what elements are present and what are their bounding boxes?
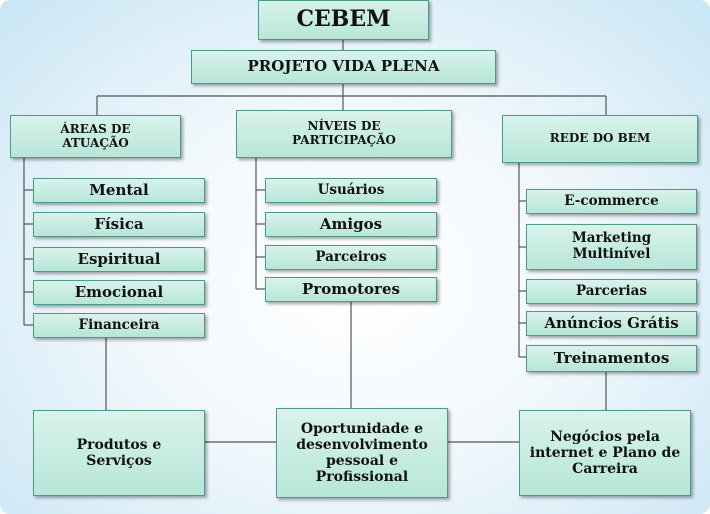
list-item: Treinamentos xyxy=(526,345,697,372)
column-header-rede: REDE DO BEM xyxy=(502,115,698,163)
list-item: Financeira xyxy=(33,313,205,338)
header-text: REDE DO BEM xyxy=(549,131,651,146)
title-box: CEBEM xyxy=(258,0,429,40)
list-item: Mental xyxy=(33,178,205,203)
outcome-box-negocios: Negócios pela internet e Plano de Carrei… xyxy=(519,410,691,496)
list-item: Amigos xyxy=(265,212,437,237)
list-item: Emocional xyxy=(33,280,205,305)
project-text: PROJETO VIDA PLENA xyxy=(247,57,440,76)
list-item: Marketing Multinível xyxy=(526,224,697,270)
outcome-box-produtos: Produtos e Serviços xyxy=(33,410,205,496)
title-text: CEBEM xyxy=(296,6,391,33)
outcome-box-oportunidade: Oportunidade e desenvolvimento pessoal e… xyxy=(276,408,448,498)
header-text: NÍVEIS DE PARTICIPAÇÃO xyxy=(292,119,396,147)
list-item: Parcerias xyxy=(526,279,697,304)
list-item: Física xyxy=(33,212,205,237)
project-box: PROJETO VIDA PLENA xyxy=(191,50,496,84)
header-text: ÁREAS DE ATUAÇÃO xyxy=(60,121,131,150)
list-item: Parceiros xyxy=(265,245,437,270)
list-item: Usuários xyxy=(265,178,437,203)
column-header-areas: ÁREAS DE ATUAÇÃO xyxy=(10,115,181,158)
list-item: Anúncios Grátis xyxy=(526,311,697,336)
column-header-niveis: NÍVEIS DE PARTICIPAÇÃO xyxy=(236,110,452,158)
list-item: Espiritual xyxy=(33,247,205,272)
list-item: Promotores xyxy=(265,277,437,302)
list-item: E-commerce xyxy=(526,189,697,214)
